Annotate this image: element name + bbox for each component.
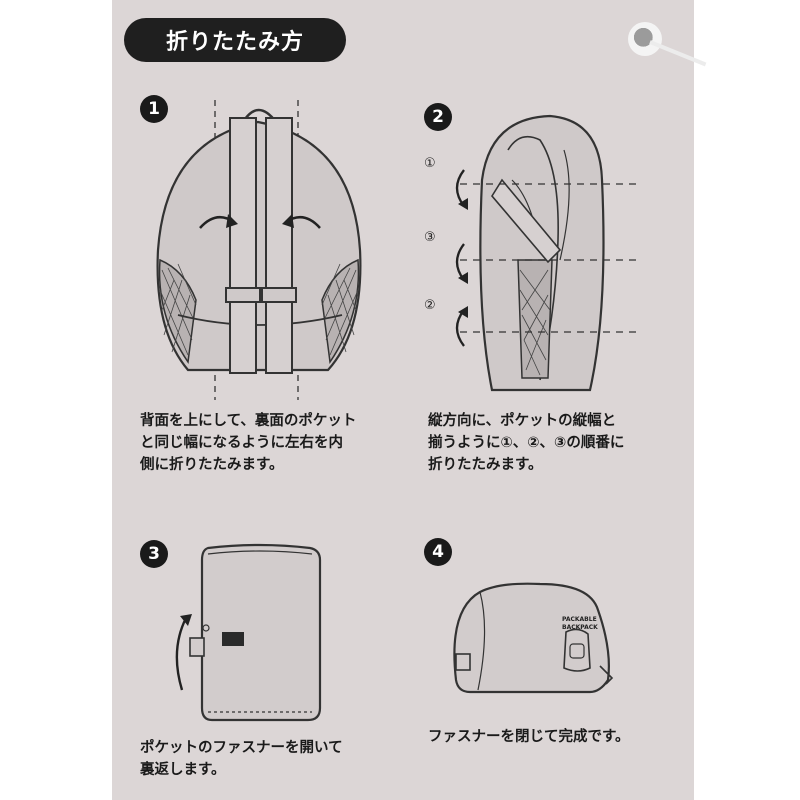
tag-hole: [628, 22, 662, 56]
step-4-number: 4: [424, 538, 452, 566]
step-3-line-2: 裏返します。: [140, 762, 226, 778]
fold-marker-2: ②: [424, 298, 436, 313]
pouch-label-line-2: BACKPACK: [562, 624, 598, 631]
backpack-flat-illustration: [156, 100, 362, 400]
step-3-caption: ポケットのファスナーを開いて 裏返します。: [140, 737, 343, 781]
step-3-number: 3: [140, 540, 168, 568]
pouch-label-line-1: PACKABLE: [562, 616, 597, 623]
step-2-line-2: 揃うように①、②、③の順番に: [428, 435, 625, 451]
backpack-folded-illustration: [455, 114, 638, 392]
step-4-caption: ファスナーを閉じて完成です。: [428, 726, 630, 748]
step-2-line-1: 縦方向に、ポケットの縦幅と: [428, 413, 617, 429]
step-1-line-2: と同じ幅になるように左右を内: [140, 435, 343, 451]
mini-backpack-icon: [563, 628, 591, 672]
pouch-illustration: [453, 582, 614, 694]
pocket-illustration: [175, 543, 322, 722]
step-3-line-1: ポケットのファスナーを開いて: [140, 740, 343, 756]
step-1-number: 1: [140, 95, 168, 123]
fold-marker-3: ③: [424, 230, 436, 245]
step-2-number: 2: [424, 103, 452, 131]
step-1-line-3: 側に折りたたみます。: [140, 457, 284, 473]
curved-arrow-icon: [175, 614, 192, 691]
pouch-label: PACKABLE BACKPACK: [562, 616, 598, 632]
step-2-caption: 縦方向に、ポケットの縦幅と 揃うように①、②、③の順番に 折りたたみます。: [428, 410, 624, 476]
step-4-line-1: ファスナーを閉じて完成です。: [428, 729, 630, 745]
step-1-caption: 背面を上にして、裏面のポケット と同じ幅になるように左右を内 側に折りたたみます…: [140, 410, 356, 476]
step-2-line-3: 折りたたみます。: [428, 457, 543, 473]
fold-marker-1: ①: [424, 156, 436, 171]
step-1-line-1: 背面を上にして、裏面のポケット: [140, 413, 357, 429]
curved-arrow-icon: [455, 169, 468, 347]
page-title: 折りたたみ方: [124, 18, 346, 62]
